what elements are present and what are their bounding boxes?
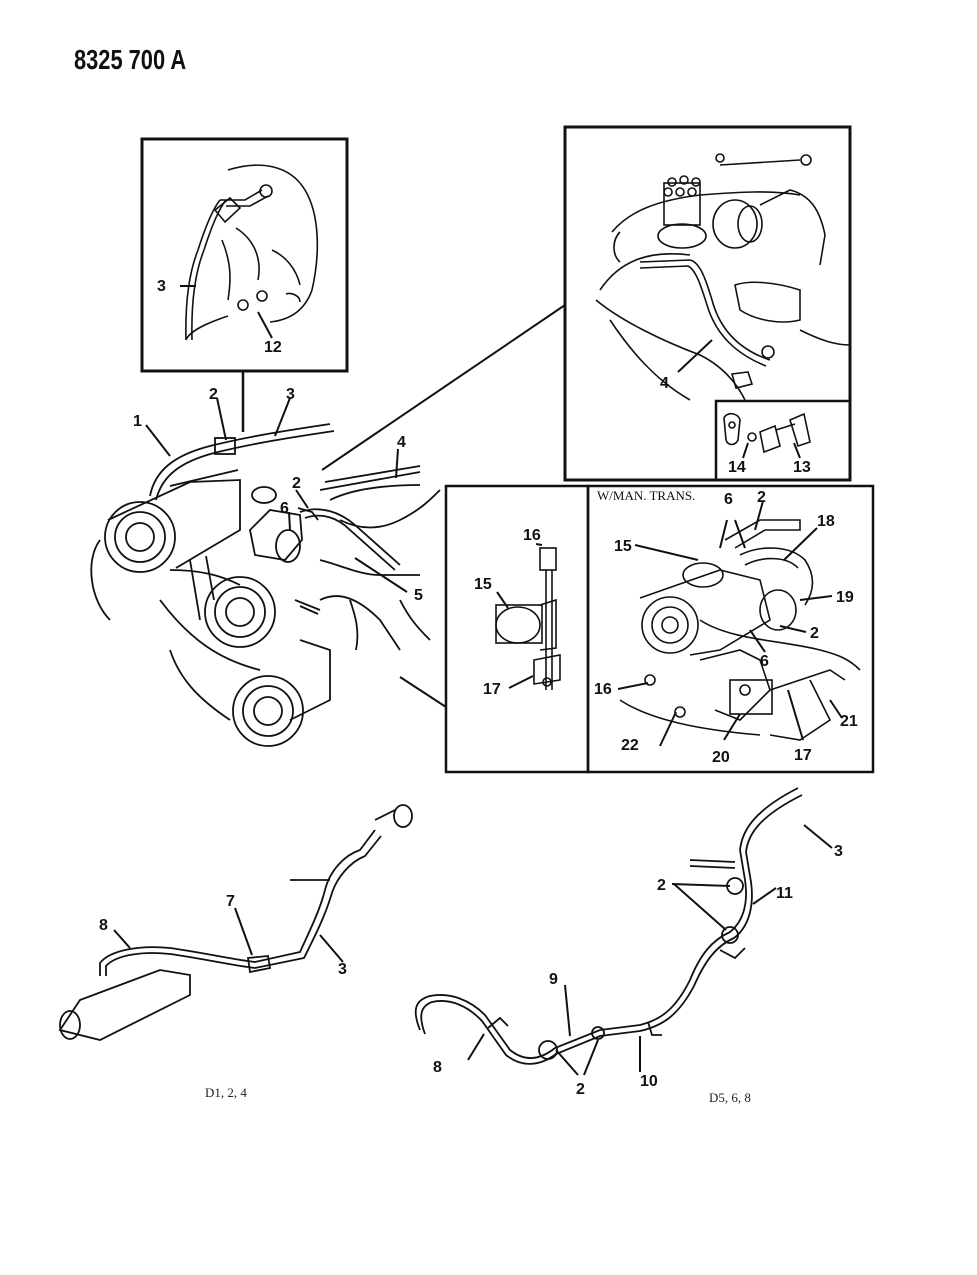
right-tube-assembly	[414, 787, 803, 1065]
callout-2-right-bottom: 2	[576, 1081, 585, 1098]
callout-11: 11	[776, 885, 793, 902]
callout-4-main: 4	[397, 434, 406, 451]
left-tube-assembly	[58, 804, 413, 1041]
footer-code-right: D5, 6, 8	[709, 1090, 751, 1105]
callout-8-left: 8	[99, 917, 108, 934]
callout-5: 5	[414, 587, 423, 604]
callout-2-right-top: 2	[657, 877, 666, 894]
inset-box-engine-detail	[563, 125, 852, 482]
callout-21: 21	[840, 713, 858, 730]
callout-2-trans-mid: 2	[810, 625, 819, 642]
callout-3-right: 3	[834, 843, 843, 860]
callout-10: 10	[640, 1073, 658, 1090]
callout-1: 1	[133, 413, 142, 430]
diagram-part-number: 8325 700 A	[74, 44, 187, 75]
engine-main-illustration	[90, 423, 441, 747]
callout-19: 19	[836, 589, 854, 606]
callout-3-left: 3	[338, 961, 347, 978]
callout-7: 7	[226, 893, 235, 910]
manual-trans-illustration	[619, 519, 861, 741]
footer-code-left: D1, 2, 4	[205, 1085, 247, 1100]
inset-box-manual-trans	[586, 484, 875, 774]
callout-15-trans: 15	[614, 538, 632, 555]
bracket-illustration	[723, 412, 811, 454]
callout-12: 12	[264, 339, 282, 356]
tube-bracket-illustration	[185, 164, 319, 341]
callout-8-right: 8	[433, 1059, 442, 1076]
callout-17-valve: 17	[483, 681, 501, 698]
callout-9: 9	[549, 971, 558, 988]
callout-6-main: 6	[280, 500, 289, 517]
inset-box-bracket-detail	[714, 399, 852, 482]
callout-4-inset: 4	[660, 375, 669, 392]
callout-3-inset: 3	[157, 278, 166, 295]
manual-trans-label: W/MAN. TRANS.	[597, 488, 695, 503]
callout-2-main: 2	[209, 386, 218, 403]
callout-2-trans-top: 2	[757, 489, 766, 506]
engine-illustration	[595, 153, 851, 401]
callout-13: 13	[793, 459, 811, 476]
inset-box-valve-detail	[444, 484, 590, 774]
callout-16-trans: 16	[594, 681, 612, 698]
callout-18: 18	[817, 513, 835, 530]
valve-illustration	[495, 547, 561, 690]
callout-14: 14	[728, 459, 746, 476]
callout-2-pump: 2	[292, 475, 301, 492]
callout-6-trans: 6	[724, 491, 733, 508]
callout-3-main: 3	[286, 386, 295, 403]
callout-16-valve: 16	[523, 527, 541, 544]
callout-17-trans: 17	[794, 747, 812, 764]
callout-6-trans-low: 6	[760, 653, 769, 670]
inset-box-tube-detail	[140, 137, 349, 373]
callout-20: 20	[712, 749, 730, 766]
callout-22: 22	[621, 737, 639, 754]
callout-15-valve: 15	[474, 576, 492, 593]
